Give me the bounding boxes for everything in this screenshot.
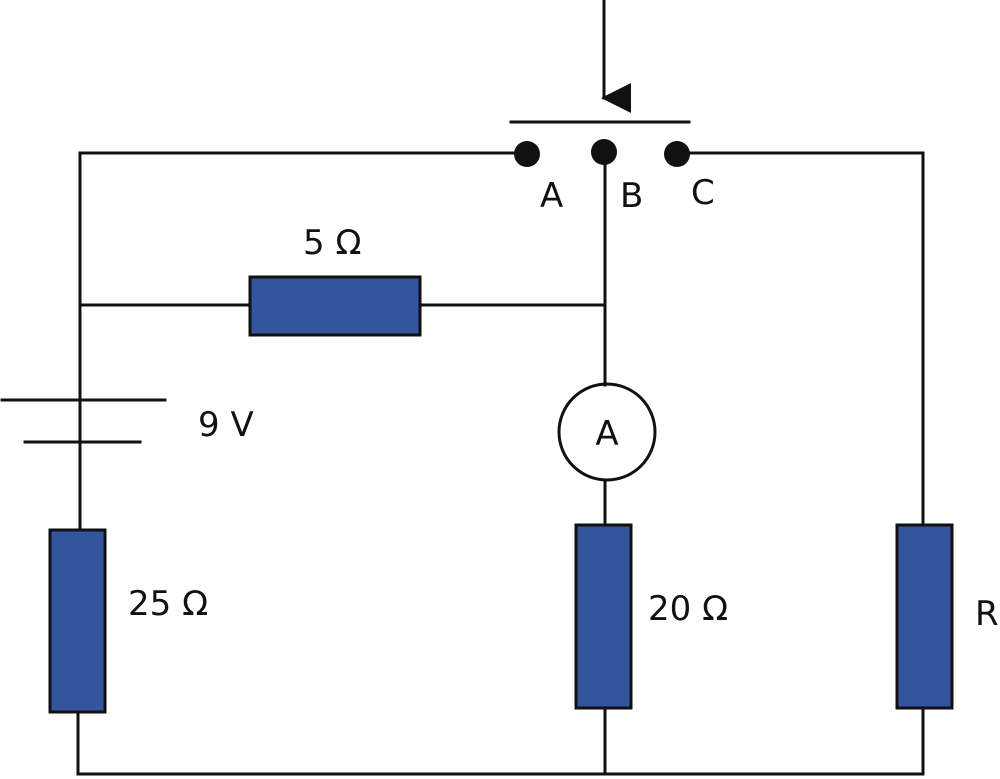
ammeter: A <box>557 382 657 482</box>
contact-c-dot <box>664 141 690 167</box>
contact-b-label: B <box>620 176 643 216</box>
ammeter-label: A <box>595 414 618 454</box>
battery <box>0 398 167 444</box>
contact-a-label: A <box>540 176 563 216</box>
contact-b-dot <box>591 139 617 165</box>
wires <box>76 151 925 776</box>
resistor-20-ohm <box>574 523 633 710</box>
wire-top-left <box>78 151 529 442</box>
battery-label: 9 V <box>198 405 254 445</box>
resistor-5-ohm <box>248 275 422 337</box>
wire-bottom-rail <box>76 710 925 776</box>
switch <box>509 0 691 167</box>
contact-a-dot <box>514 141 540 167</box>
contact-c-label: C <box>691 173 715 213</box>
resistor-25-ohm <box>48 528 107 714</box>
resistor-5-ohm-label: 5 Ω <box>303 223 361 263</box>
resistor-r-label: R <box>975 594 999 634</box>
resistor-25-ohm-label: 25 Ω <box>128 584 208 624</box>
ammeter-circle <box>557 382 657 482</box>
resistor-20-ohm-label: 20 Ω <box>648 589 728 629</box>
resistor-r <box>895 523 954 710</box>
wire-c-to-r <box>674 151 925 527</box>
